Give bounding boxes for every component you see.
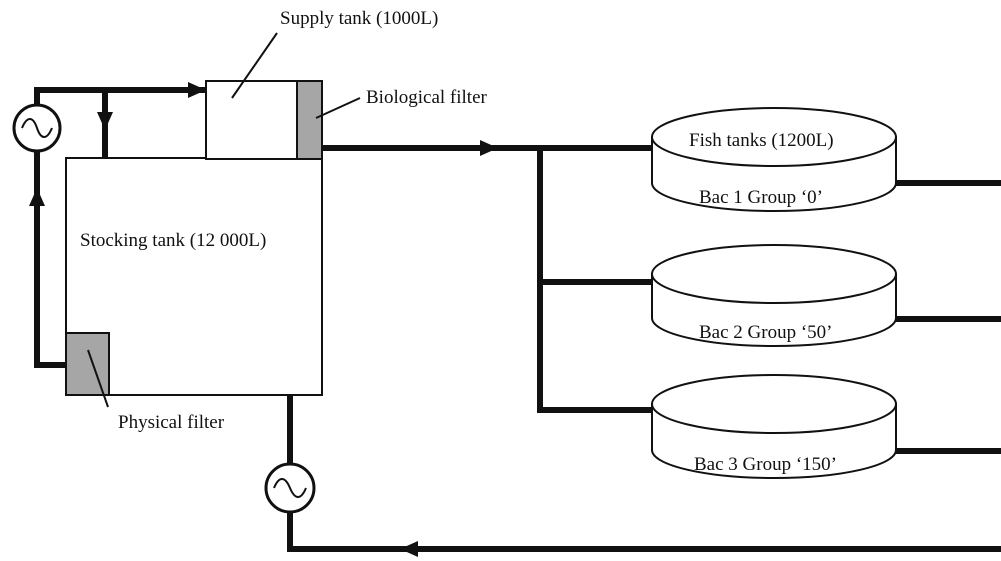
biological-filter — [296, 80, 323, 160]
pipe-return-line — [287, 509, 1001, 552]
flow-arrow-icon — [400, 541, 418, 557]
physical-filter-label: Physical filter — [118, 412, 225, 433]
pipe-physical-filter-to-pump1 — [34, 149, 69, 368]
fish-tanks-label: Fish tanks (1200L) — [689, 130, 834, 151]
flow-arrow-icon — [29, 188, 45, 206]
fish-tank-bac2 — [651, 244, 897, 347]
physical-filter — [65, 332, 110, 396]
stocking-tank-label: Stocking tank (12 000L) — [80, 230, 266, 251]
flow-arrows — [29, 82, 498, 557]
pump-icon — [12, 103, 62, 153]
flow-arrow-icon — [480, 140, 498, 156]
pipe-pump1-to-supply-tank — [34, 87, 211, 107]
biological-filter-label: Biological filter — [366, 87, 488, 108]
supply-tank-label: Supply tank (1000L) — [280, 8, 438, 29]
pipe-network — [34, 87, 1001, 552]
physical-filter-leader — [87, 349, 109, 408]
pump-icon — [264, 462, 316, 514]
biological-filter-leader — [315, 97, 361, 119]
bac3-label: Bac 3 Group ‘150’ — [694, 454, 837, 475]
flow-arrow-icon — [97, 112, 113, 130]
bac1-label: Bac 1 Group ‘0’ — [699, 187, 823, 208]
bac2-label: Bac 2 Group ‘50’ — [699, 322, 833, 343]
supply-tank-leader — [231, 32, 278, 99]
fish-tank-bac1 — [651, 107, 897, 212]
flow-arrow-icon — [188, 82, 206, 98]
fish-tank-bac3 — [651, 374, 897, 479]
